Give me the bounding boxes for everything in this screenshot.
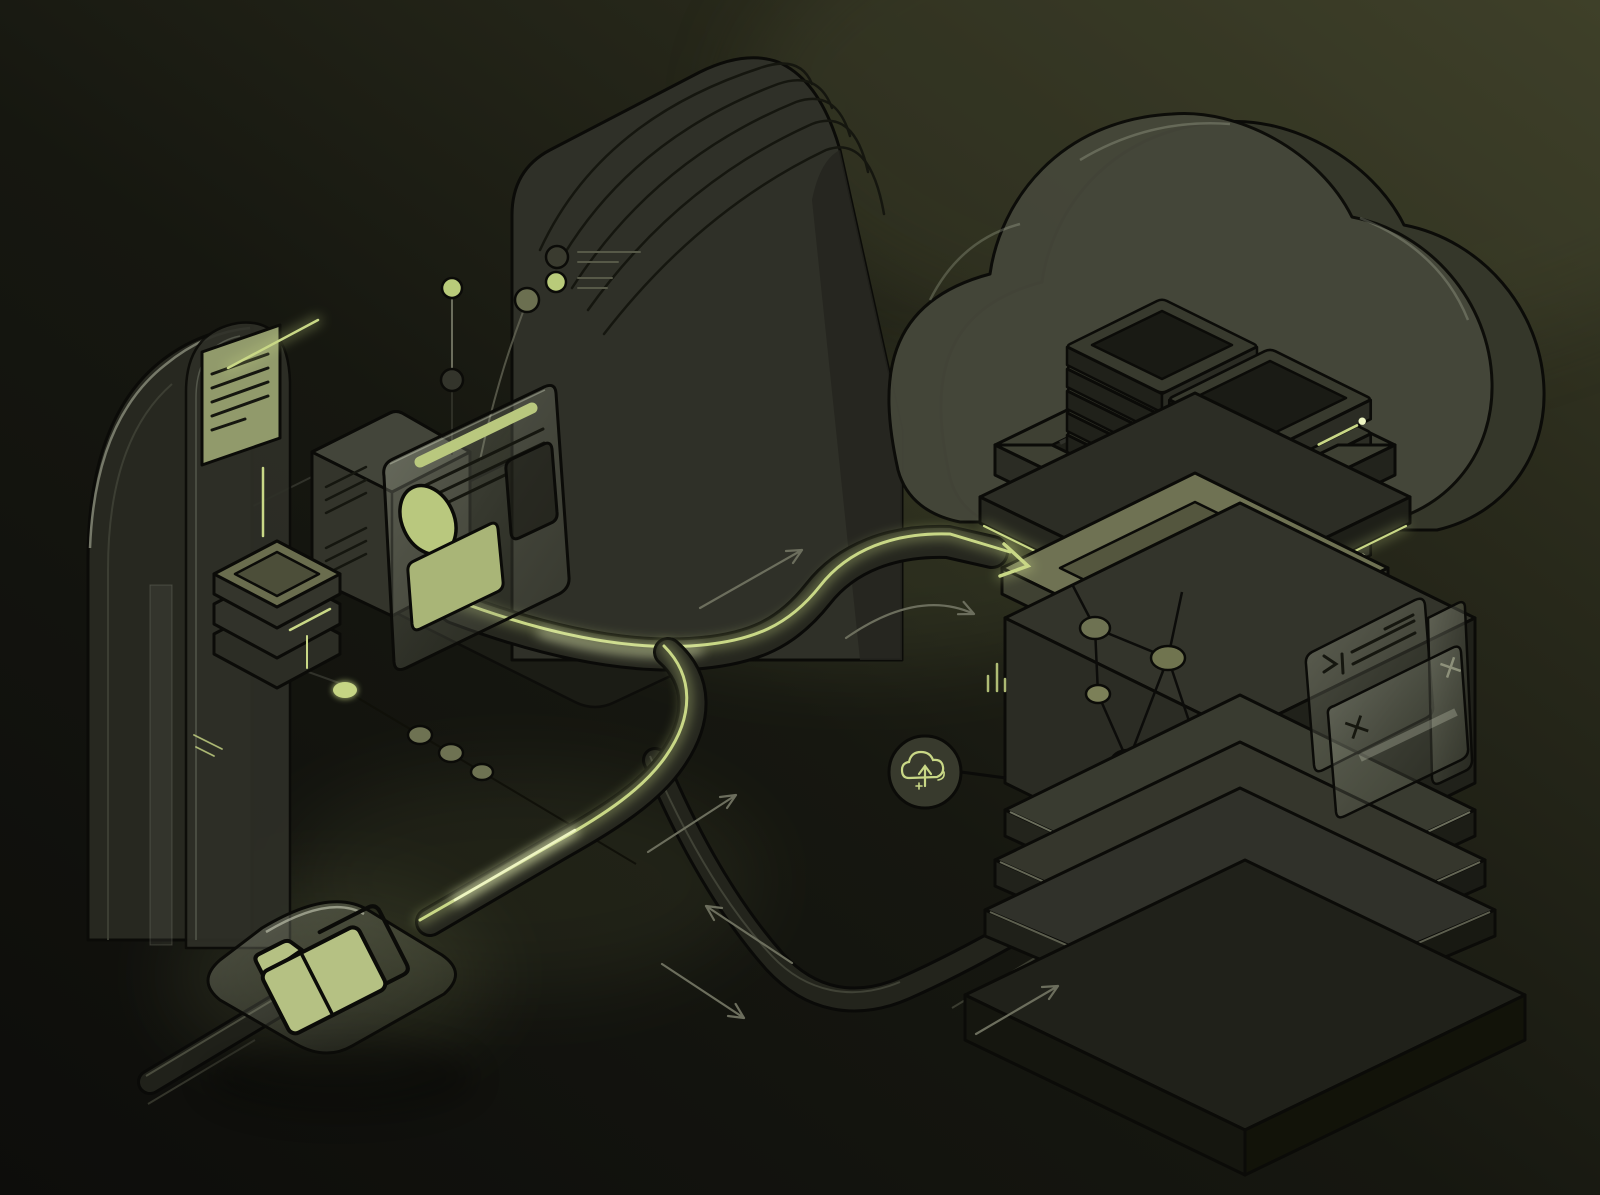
card-button-outline (504, 441, 559, 541)
terminal-prompt-icon (1322, 652, 1345, 675)
base-slabs (963, 693, 1527, 1177)
code-cards: × × (1304, 597, 1474, 819)
profile-card (382, 384, 571, 671)
data-trace-line (226, 318, 320, 370)
document-icon (200, 323, 282, 467)
cloud-platform-stack (963, 298, 1527, 1177)
folder-node (205, 900, 475, 1116)
card-green-block (406, 521, 505, 632)
code-card-front: × (1326, 645, 1470, 819)
glow-line-main (453, 532, 1012, 648)
ribbed-tower (510, 56, 904, 662)
cloud-upload-icon (900, 750, 945, 790)
dark-dot (439, 367, 465, 393)
glass-sliver (149, 584, 173, 946)
database-stack-icon (193, 539, 342, 757)
server-screen (1090, 309, 1234, 381)
data-pipes (137, 524, 1036, 1105)
card-header-bar (414, 402, 538, 468)
green-dot (440, 276, 464, 300)
cloud-upload-badge (887, 734, 1007, 810)
folder-icon (253, 904, 410, 1036)
bar-chart-icon (986, 662, 1007, 693)
olive-dot (513, 286, 541, 314)
speed-lines (577, 251, 641, 263)
glow-line-branch (418, 644, 689, 922)
flow-arrows (646, 548, 1060, 1036)
